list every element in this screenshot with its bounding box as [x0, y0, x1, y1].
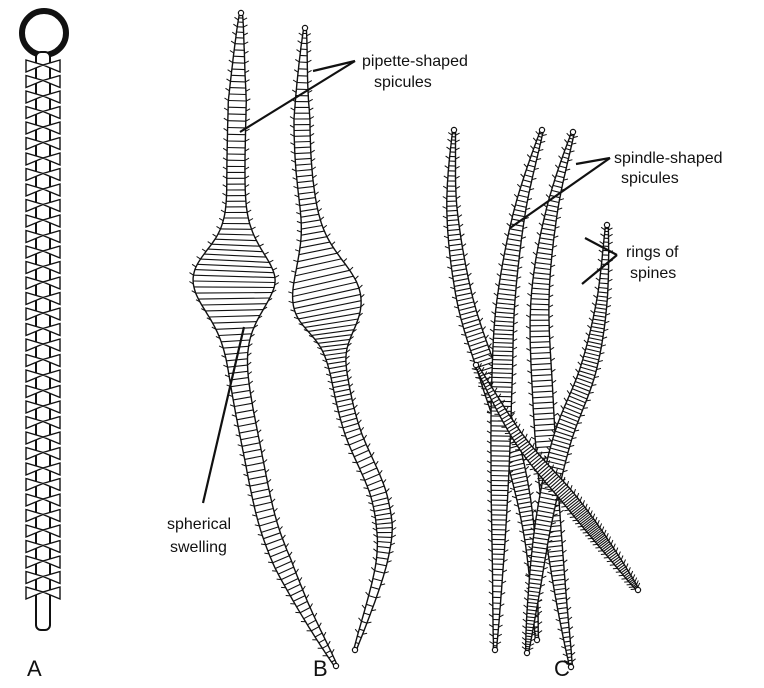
spindle-label-line1: spindle-shaped: [614, 150, 723, 167]
spicule-b2-tip-start: [302, 25, 307, 30]
spicule-c1-tip-start: [451, 127, 456, 132]
spicule-a-ring: [22, 11, 66, 55]
panel-label-b: B: [313, 656, 328, 681]
spicule-b2: [288, 25, 396, 652]
spicule-b1-tip-start: [238, 10, 243, 15]
rings-label-line1: rings of: [626, 244, 679, 261]
panel-label-c: C: [554, 656, 570, 681]
spicule-b1-rings: [193, 18, 335, 662]
pipette-label-line1: pipette-shaped: [362, 53, 468, 70]
spindle-label-line2: spicules: [621, 170, 679, 187]
pipette-label-line2: spicules: [374, 74, 432, 91]
spicule-c2-tip-end: [492, 647, 497, 652]
spicule-c5-tip-end: [635, 587, 640, 592]
spicule-b2-tip-end: [352, 647, 357, 652]
spicule-c1-tip-end: [534, 637, 539, 642]
spicule-drawings: [22, 10, 641, 669]
swelling-label-line1: spherical: [167, 516, 231, 533]
rings-label-line2: spines: [630, 265, 676, 282]
spicule-a-shaft: [36, 52, 50, 630]
spicule-c4-tip-end: [524, 650, 529, 655]
spicule-c3-tip-start: [570, 129, 575, 134]
spicule-c4-tip-start: [604, 222, 609, 227]
panel-label-a: A: [27, 656, 42, 681]
spicule-c5-tip-start: [473, 362, 478, 367]
spicule-c2-tip-start: [539, 127, 544, 132]
rings-leader-2: [585, 238, 617, 255]
spicule-b1-tip-end: [333, 663, 338, 668]
swelling-label-line2: swelling: [170, 539, 227, 556]
spicule-a: [22, 11, 66, 630]
